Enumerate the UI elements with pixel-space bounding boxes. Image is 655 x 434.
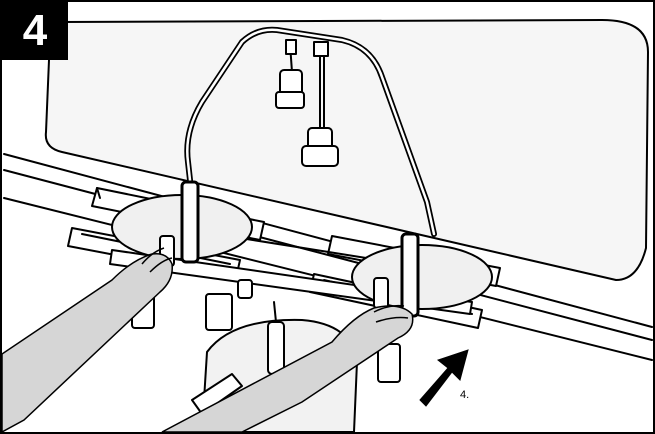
hanging-clamp-right (301, 41, 339, 167)
support-leg-mid (205, 293, 233, 331)
right-arm (161, 304, 414, 432)
arrow-up-right-icon (419, 349, 469, 407)
arrow-label: 4. (460, 389, 470, 401)
bumper-line-upper (3, 153, 653, 328)
hitch-post (267, 321, 285, 375)
tray-clamp-right-small (373, 277, 389, 309)
hitch-knob (237, 279, 253, 299)
step-number-badge: 4 (2, 2, 68, 60)
hitch-lever (191, 373, 243, 415)
hanging-clamp-left (275, 39, 305, 109)
left-arm (2, 247, 173, 432)
upper-frame-inner (186, 28, 436, 236)
tray-clamp-right (400, 232, 420, 318)
tray-clamp-left (180, 180, 200, 264)
hitch-cable (273, 301, 277, 323)
